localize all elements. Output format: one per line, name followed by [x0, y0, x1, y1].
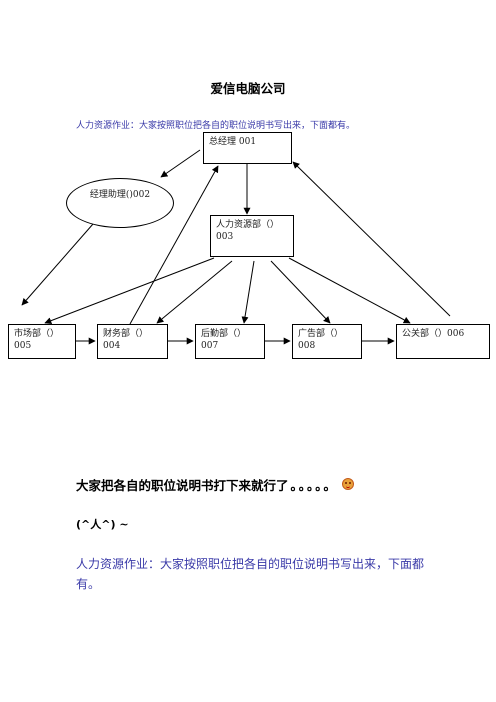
oval-assistant-label: 经理助理()002 [89, 190, 151, 200]
page-title: 爱信电脑公司 [210, 81, 286, 96]
arrow-assistant-to-market [21, 223, 94, 306]
box-logistics-code: 007 [201, 341, 219, 351]
arrow-pr-to-gm [292, 161, 451, 317]
summary-text: 大家把各自的职位说明书打下来就行了 [76, 478, 289, 493]
box-general-manager-label: 总经理 001 [209, 137, 257, 147]
arrow-hr-to-ads [270, 260, 331, 324]
box-pr-label: 公关部（）006 [402, 329, 465, 339]
box-finance-code: 004 [103, 341, 121, 351]
box-finance-department: 财务部（） 004 [97, 324, 168, 359]
box-logistics-department: 后勤部（） 007 [195, 324, 265, 359]
box-hr-department: 人力资源部（） 003 [210, 215, 294, 257]
box-hr-code: 003 [216, 232, 234, 242]
box-advertising-label: 广告部（） [298, 329, 344, 339]
box-marketing-code: 005 [14, 341, 32, 351]
oval-assistant: 经理助理()002 [66, 178, 174, 228]
box-general-manager: 总经理 001 [203, 132, 292, 164]
box-logistics-label: 后勤部（） [201, 329, 247, 339]
intro-text: 人力资源作业：大家按照职位把各自的职位说明书写出来，下面都有。 [76, 121, 356, 131]
footer-text: 人力资源作业：大家按照职位把各自的职位说明书写出来，下面都有。 [76, 557, 425, 591]
emoticon-text: (^人^) ~ [76, 518, 129, 531]
smiley-icon [342, 477, 355, 490]
box-advertising-department: 广告部（） 008 [292, 324, 362, 359]
box-pr-department: 公关部（）006 [396, 324, 490, 359]
box-marketing-department: 市场部（） 005 [8, 324, 76, 359]
arrow-gm-to-assistant [160, 149, 201, 178]
box-advertising-code: 008 [298, 341, 316, 351]
summary-line: 大家把各自的职位说明书打下来就行了。。。。。 [76, 475, 355, 494]
arrow-hr-to-market [44, 257, 215, 325]
arrow-hr-to-logistics [241, 260, 255, 324]
summary-dots: 。。。。。 [290, 478, 339, 493]
arrow-finance-to-gm [129, 165, 219, 325]
arrow-hr-to-pr [288, 257, 411, 324]
box-finance-label: 财务部（） [103, 329, 149, 339]
arrow-hr-to-finance [156, 260, 233, 324]
box-marketing-label: 市场部（） [14, 329, 60, 339]
box-hr-label: 人力资源部（） [216, 220, 280, 230]
